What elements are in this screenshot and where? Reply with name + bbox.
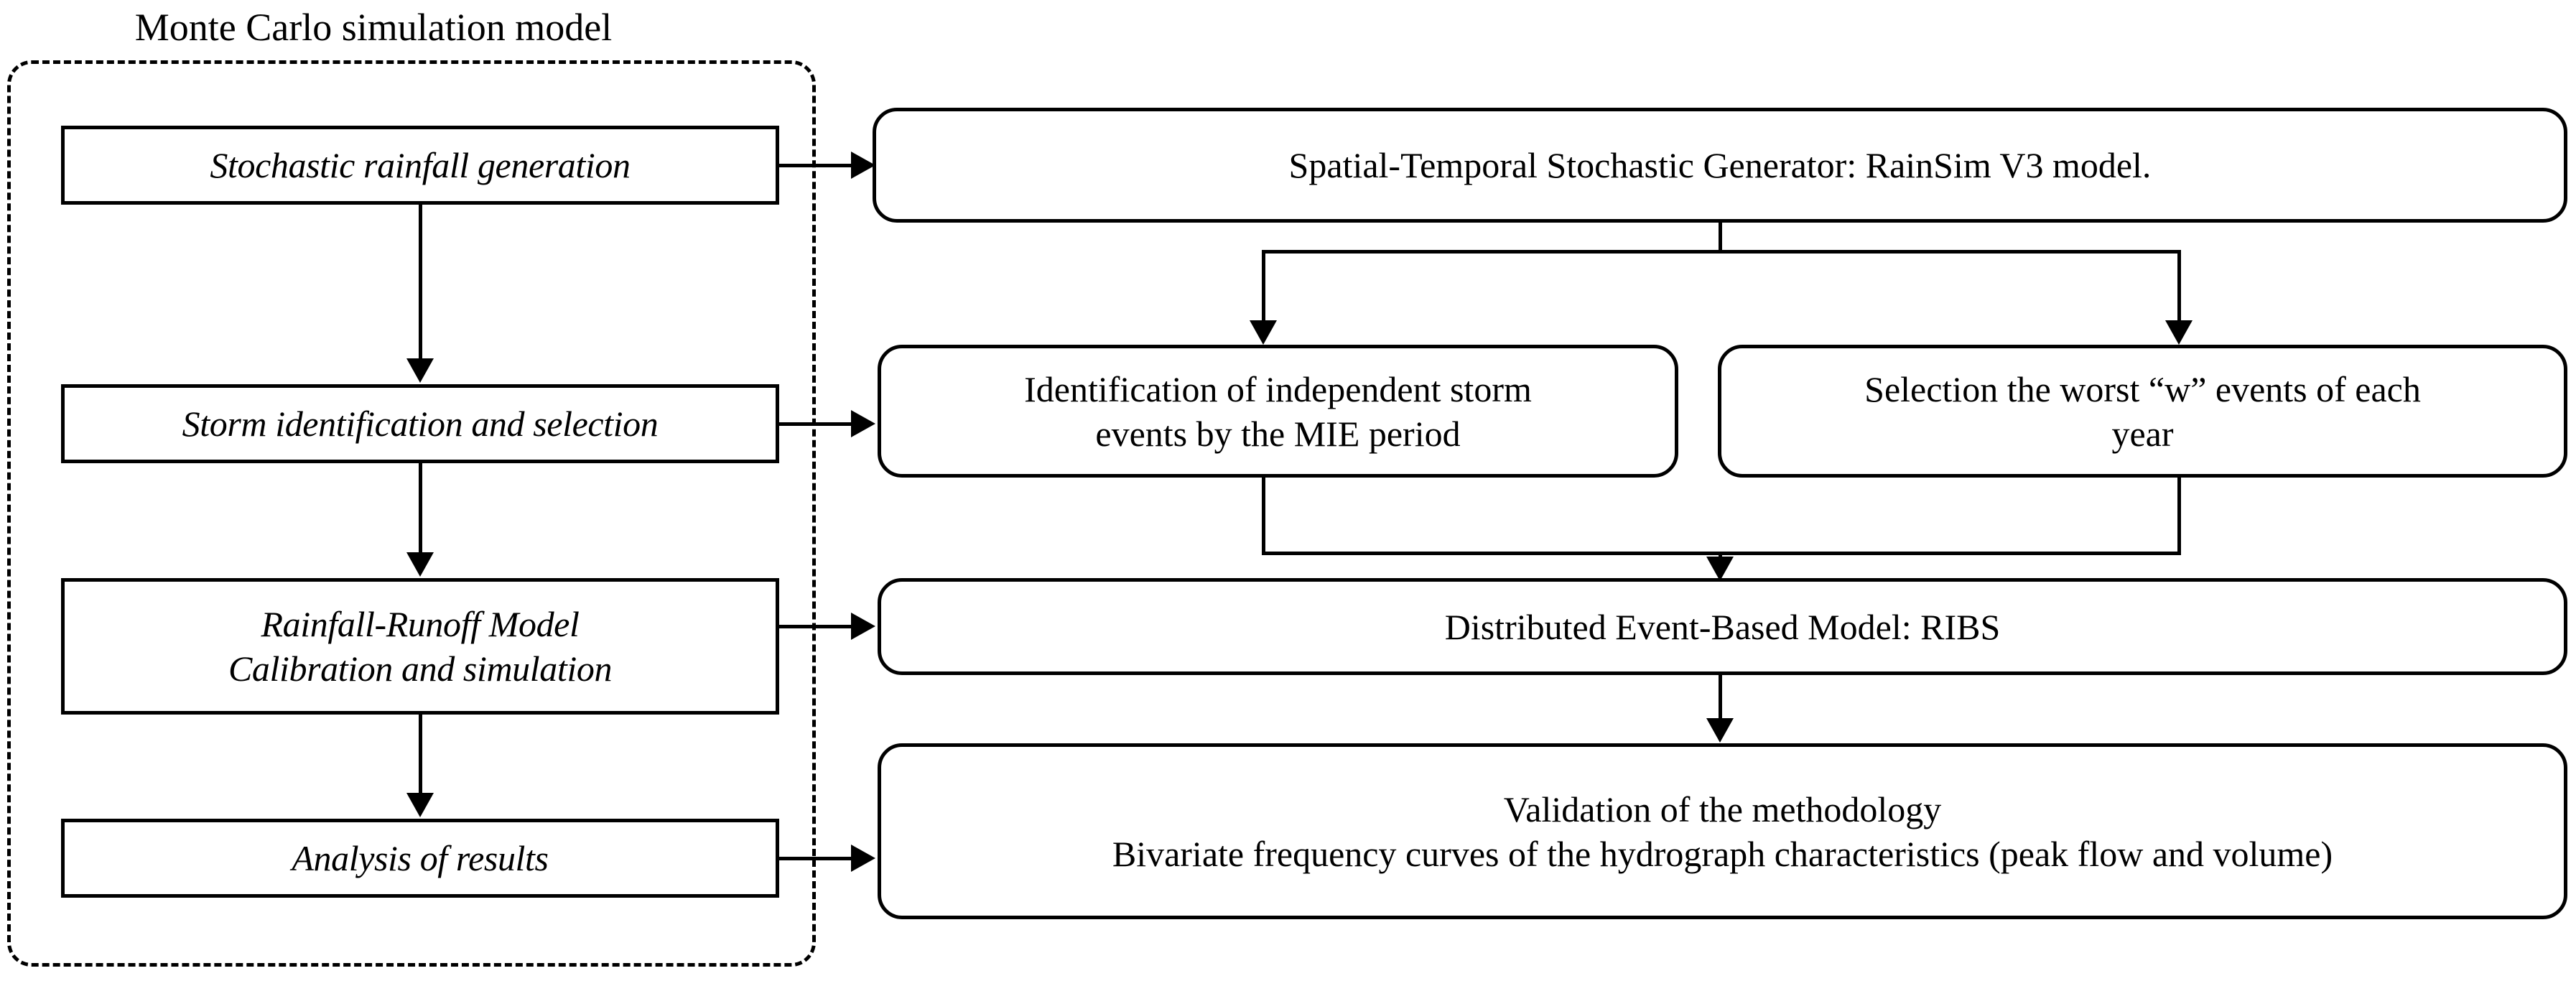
- connector-rainsim-split-bar: [1262, 250, 2181, 254]
- arrowhead-left-3-to-4: [406, 793, 434, 817]
- node-label: Distributed Event-Based Model: RIBS: [1444, 606, 2001, 647]
- node-rainfall-runoff-model[interactable]: Rainfall-Runoff Model Calibration and si…: [61, 578, 779, 715]
- arrowhead-left-1-to-2: [406, 358, 434, 383]
- monte-carlo-group-title: Monte Carlo simulation model: [134, 6, 613, 49]
- node-label: Spatial-Temporal Stochastic Generator: R…: [1288, 145, 2152, 185]
- node-validation[interactable]: Validation of the methodology Bivariate …: [878, 743, 2567, 919]
- node-label: Storm identification and selection: [182, 404, 659, 444]
- connector-runoff-to-ribs: [779, 625, 852, 628]
- arrowhead-runoff-to-ribs: [851, 613, 875, 640]
- connector-storm-to-identification: [779, 422, 852, 426]
- arrowhead-rainsim-to-selection: [2165, 320, 2193, 345]
- connector-analysis-to-validation: [779, 857, 852, 860]
- node-storm-identification-and-selection[interactable]: Storm identification and selection: [61, 384, 779, 463]
- connector-left-3-to-4: [419, 715, 422, 794]
- node-label: Identification of independent storm even…: [881, 367, 1675, 456]
- arrowhead-ribs-to-validation: [1706, 718, 1734, 743]
- arrowhead-left-2-to-3: [406, 552, 434, 577]
- arrowhead-rainfall-to-rainsim: [851, 152, 875, 179]
- node-analysis-of-results[interactable]: Analysis of results: [61, 819, 779, 898]
- node-label-line-2: Calibration and simulation: [228, 648, 613, 689]
- connector-left-1-to-2: [419, 205, 422, 360]
- connector-rainsim-to-selection: [2177, 250, 2181, 322]
- node-worst-events-selection[interactable]: Selection the worst “w” events of each y…: [1718, 345, 2567, 478]
- node-label-line-1: Identification of independent storm: [1024, 368, 1532, 409]
- node-label: Validation of the methodology Bivariate …: [881, 787, 2564, 876]
- monte-carlo-group-boundary: [7, 60, 816, 967]
- connector-ribs-to-validation: [1719, 675, 1722, 720]
- node-label-line-1: Selection the worst “w” events of each: [1864, 368, 2421, 409]
- connector-rainsim-to-identification: [1262, 250, 1265, 322]
- arrowhead-storm-to-identification: [851, 410, 875, 437]
- node-label-line-2: events by the MIE period: [1095, 413, 1461, 454]
- node-label: Analysis of results: [292, 838, 549, 878]
- connector-identification-merge-stem: [1262, 478, 1265, 555]
- node-label: Selection the worst “w” events of each y…: [1721, 367, 2564, 456]
- node-label-line-2: year: [2111, 413, 2174, 454]
- connector-selection-merge-stem: [2177, 478, 2181, 555]
- connector-left-2-to-3: [419, 463, 422, 554]
- arrowhead-rainsim-to-identification: [1250, 320, 1277, 345]
- node-rainsim-generator[interactable]: Spatial-Temporal Stochastic Generator: R…: [873, 108, 2567, 223]
- arrowhead-analysis-to-validation: [851, 845, 875, 872]
- node-label: Stochastic rainfall generation: [210, 145, 631, 185]
- node-label-line-1: Validation of the methodology: [1503, 789, 1942, 829]
- connector-rainfall-to-rainsim: [779, 164, 852, 167]
- connector-rainsim-split-stem: [1719, 223, 1722, 251]
- arrowhead-merge-to-ribs: [1706, 557, 1734, 581]
- node-label-line-1: Rainfall-Runoff Model: [261, 604, 580, 644]
- node-label-line-2: Bivariate frequency curves of the hydrog…: [1112, 833, 2333, 874]
- node-ribs-model[interactable]: Distributed Event-Based Model: RIBS: [878, 578, 2567, 675]
- node-storm-identification-mie[interactable]: Identification of independent storm even…: [878, 345, 1678, 478]
- node-label: Rainfall-Runoff Model Calibration and si…: [65, 602, 776, 691]
- node-stochastic-rainfall-generation[interactable]: Stochastic rainfall generation: [61, 126, 779, 205]
